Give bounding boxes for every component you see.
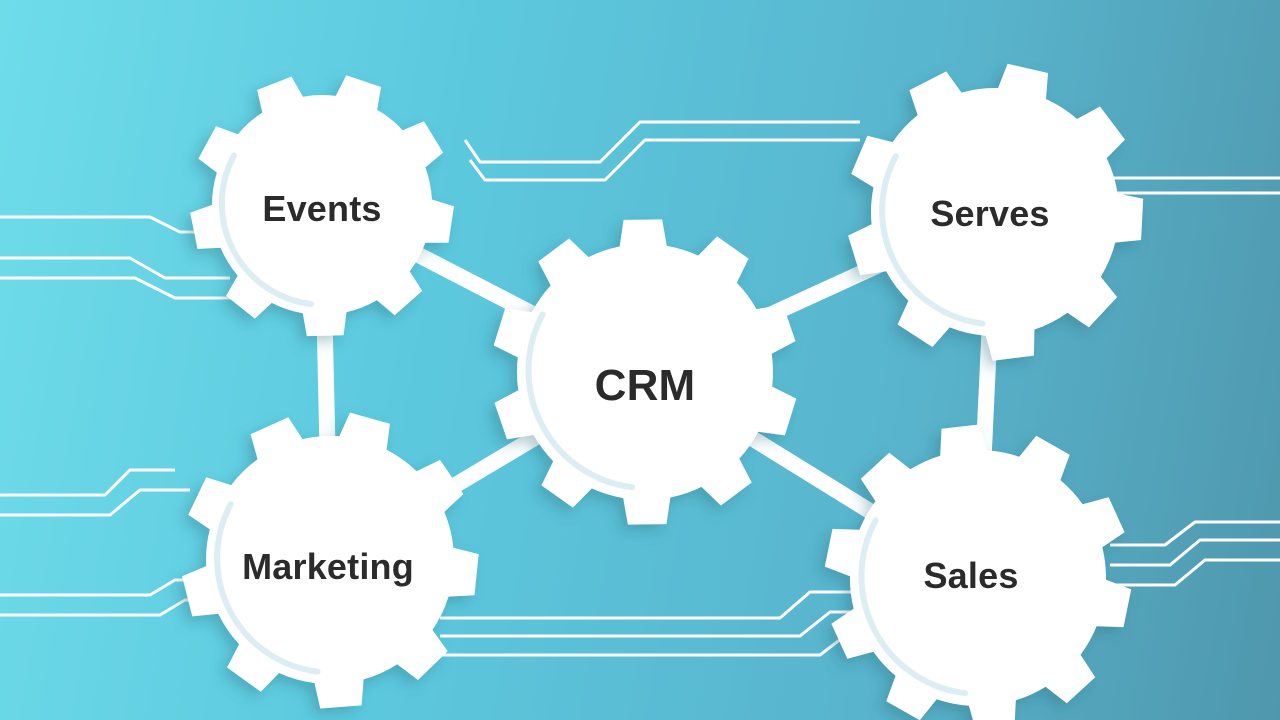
gear-body-serves	[848, 63, 1144, 361]
gear-label-sales: Sales	[923, 555, 1019, 596]
gear-inner-shade-crm	[525, 311, 636, 491]
gear-body-crm	[493, 219, 797, 525]
gear-inner-shade-serves	[879, 153, 986, 327]
circuit-line-2	[0, 256, 230, 280]
gear-label-events: Events	[262, 188, 382, 229]
circuit-line-17	[1110, 558, 1280, 587]
gear-body-marketing	[182, 412, 479, 709]
circuit-line-9	[468, 138, 860, 182]
circuit-line-5	[0, 488, 190, 517]
gear-inner-shade-sales	[858, 517, 969, 697]
gear-label-marketing: Marketing	[242, 546, 414, 587]
circuit-line-8	[463, 120, 860, 164]
circuit-line-4	[0, 468, 175, 497]
circuit-line-3	[0, 276, 240, 300]
gear-label-serves: Serves	[930, 193, 1050, 234]
gear-serves	[848, 63, 1144, 361]
gear-sales	[824, 424, 1132, 720]
gear-body-events	[190, 75, 454, 337]
gear-inner-shade-events	[218, 152, 314, 307]
gear-inner-shade-marketing	[214, 501, 321, 675]
gear-marketing	[182, 412, 479, 709]
gear-label-crm: CRM	[594, 361, 696, 410]
circuit-line-15	[1110, 520, 1280, 547]
gear-crm	[493, 219, 797, 525]
gear-events	[190, 75, 454, 337]
circuit-line-16	[1110, 538, 1280, 567]
gear-body-sales	[824, 424, 1132, 720]
circuit-line-12	[440, 590, 860, 620]
